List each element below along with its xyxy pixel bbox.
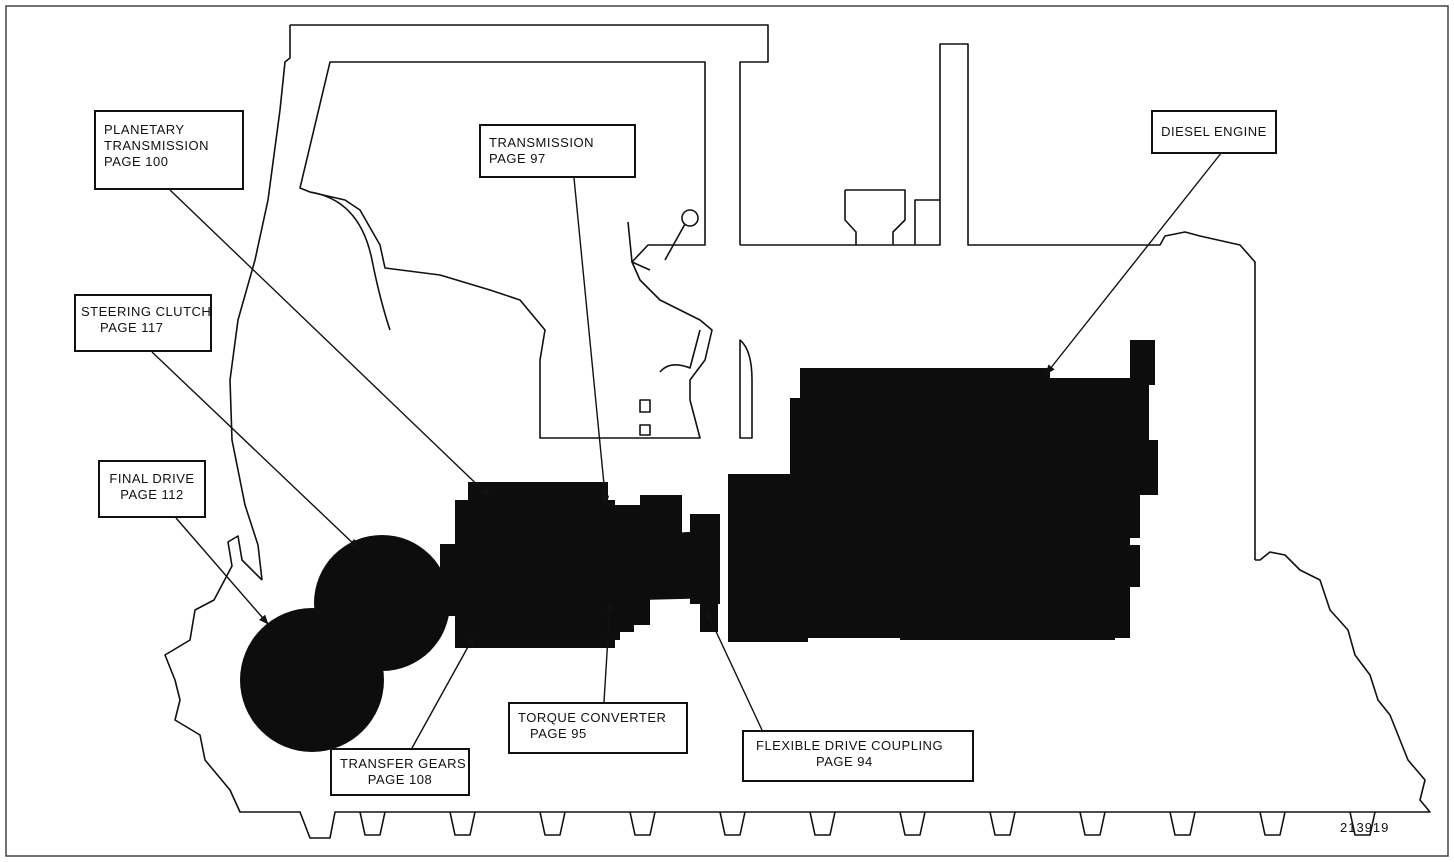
steering-clutch-gear [314,535,450,671]
label-steering-clutch: STEERING CLUTCH PAGE 117 [74,294,212,352]
label-flexible-drive-coupling-line2: PAGE 94 [756,754,964,770]
label-torque-converter: TORQUE CONVERTER PAGE 95 [508,702,688,754]
drivetrain-components [240,340,1158,752]
label-transmission: TRANSMISSION PAGE 97 [479,124,636,178]
label-transfer-gears: TRANSFER GEARS PAGE 108 [330,748,470,796]
label-transfer-gears-line1: TRANSFER GEARS [340,756,460,772]
label-flexible-drive-coupling: FLEXIBLE DRIVE COUPLING PAGE 94 [742,730,974,782]
label-final-drive-line1: FINAL DRIVE [108,471,196,487]
label-torque-converter-line1: TORQUE CONVERTER [518,710,678,726]
leader-planetary-transmission [170,190,490,497]
label-flexible-drive-coupling-line1: FLEXIBLE DRIVE COUPLING [756,738,964,754]
transmission-housing [455,500,615,648]
leader-steering-clutch [152,352,358,548]
label-final-drive: FINAL DRIVE PAGE 112 [98,460,206,518]
label-transmission-line2: PAGE 97 [489,151,626,167]
label-steering-clutch-line1: STEERING CLUTCH [81,304,202,320]
leader-transmission [574,178,606,505]
figure-number: 213919 [1340,820,1389,835]
label-planetary-transmission-line3: PAGE 100 [104,154,234,170]
label-diesel-engine-line1: DIESEL ENGINE [1161,124,1267,140]
label-final-drive-line2: PAGE 112 [108,487,196,503]
label-diesel-engine: DIESEL ENGINE [1151,110,1277,154]
label-transfer-gears-line2: PAGE 108 [340,772,460,788]
label-planetary-transmission-line1: PLANETARY [104,122,234,138]
label-torque-converter-line2: PAGE 95 [518,726,678,742]
label-transmission-line1: TRANSMISSION [489,135,626,151]
flexible-coupling [690,514,720,604]
label-steering-clutch-line2: PAGE 117 [81,320,202,336]
label-planetary-transmission-line2: TRANSMISSION [104,138,234,154]
label-planetary-transmission: PLANETARY TRANSMISSION PAGE 100 [94,110,244,190]
